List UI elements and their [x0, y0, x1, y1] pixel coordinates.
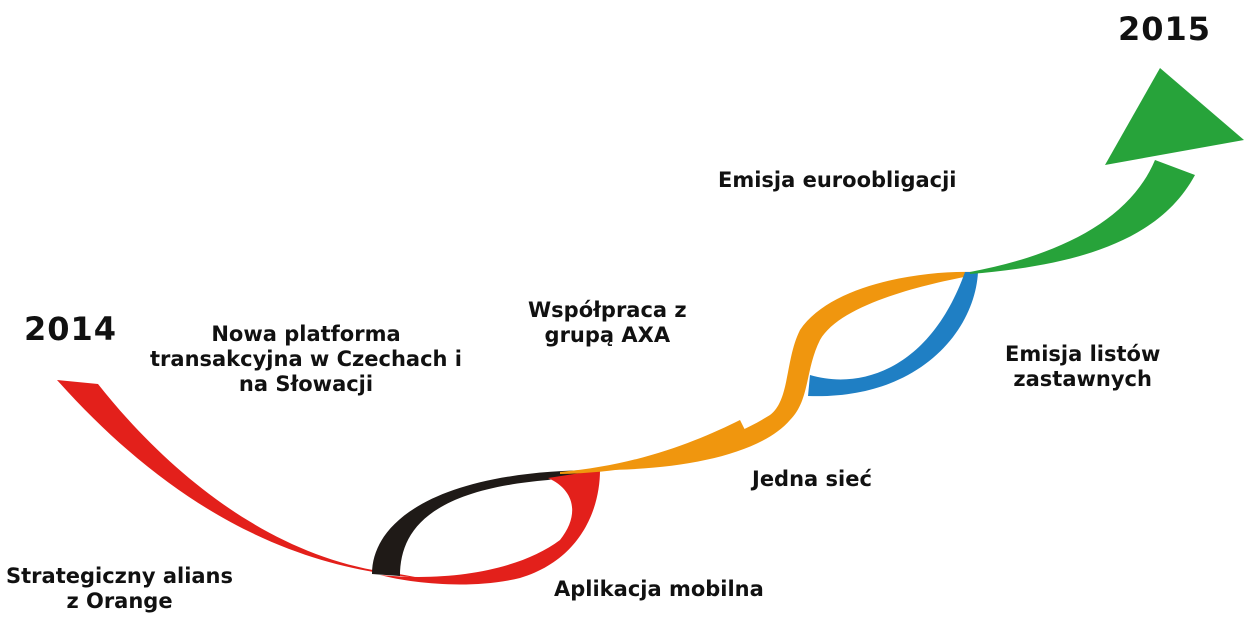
- milestone-line: na Słowacji: [238, 372, 374, 397]
- milestone-line: Emisja euroobligacji: [718, 168, 957, 192]
- milestone-line: zastawnych: [1013, 367, 1152, 392]
- end-year-label: 2015: [1118, 10, 1212, 48]
- red-ribbon-segment: [57, 380, 420, 578]
- milestone-axa-cooperation: Współpraca z grupą AXA: [528, 298, 687, 348]
- black-ribbon-loop: [372, 470, 600, 576]
- milestone-line: Aplikacja mobilna: [554, 577, 764, 601]
- red-ribbon-loop: [380, 470, 600, 585]
- milestone-line: grupą AXA: [544, 323, 671, 348]
- start-year-label: 2014: [24, 310, 118, 348]
- milestone-eurobonds: Emisja euroobligacji: [718, 168, 957, 193]
- blue-ribbon-loop: [808, 272, 978, 397]
- milestone-line: Jedna sieć: [752, 467, 872, 491]
- milestone-mobile-app: Aplikacja mobilna: [554, 577, 764, 602]
- milestone-covered-bonds: Emisja listów zastawnych: [1005, 342, 1160, 392]
- milestone-line: transakcyjna w Czechach i: [150, 347, 462, 372]
- green-ribbon-segment: [970, 160, 1195, 274]
- milestone-strategic-alliance: Strategiczny alians z Orange: [6, 564, 233, 614]
- green-arrow-head: [1105, 68, 1244, 165]
- milestone-transaction-platform: Nowa platforma transakcyjna w Czechach i…: [150, 322, 462, 398]
- milestone-line: Współpraca z: [528, 298, 687, 322]
- milestone-line: Nowa platforma: [211, 322, 401, 346]
- milestone-line: Emisja listów: [1005, 342, 1161, 366]
- milestone-one-network: Jedna sieć: [752, 467, 872, 492]
- milestone-line: Strategiczny alians: [6, 564, 234, 588]
- milestone-line: z Orange: [66, 589, 173, 614]
